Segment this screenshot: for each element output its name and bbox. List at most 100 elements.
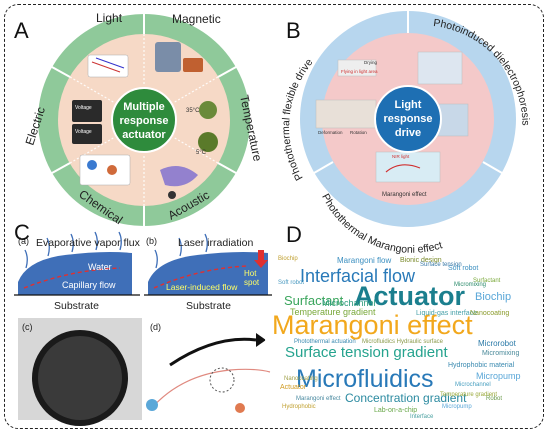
- c-a-water: Water: [88, 262, 112, 272]
- water-droplet-b: [148, 252, 268, 295]
- panel-a-wheel: Voltage Voltage 35°C 5°C Multiple respon…: [23, 11, 265, 227]
- temp-label-cold: 5°C: [196, 150, 207, 156]
- light-ray: [95, 57, 125, 69]
- light-thumbnail: [87, 54, 129, 78]
- c-c-tag: (c): [22, 322, 33, 332]
- temperature-thumbnail-hot: [199, 101, 217, 119]
- panel-b-center-line2: response: [384, 113, 433, 125]
- laser-flow-curve: [153, 265, 249, 289]
- segment-magnetic-label: Magnetic: [172, 12, 221, 26]
- voltage-label-2: Voltage: [75, 129, 92, 135]
- panel-a-center-line2: response: [120, 115, 169, 127]
- word-surface-tension: Surface tension: [420, 262, 462, 268]
- rotation-label: Rotation: [350, 130, 367, 135]
- word-hydrophobic: Hydrophobic: [282, 404, 316, 410]
- word-cloud-bg: [265, 259, 525, 415]
- magnetic-thumbnail: [155, 42, 181, 72]
- word-photothermal-actuation: Photothermal actuation: [294, 339, 356, 345]
- vapor-flux-arrows-b: [154, 233, 208, 269]
- panel-b-letter: B: [286, 18, 301, 43]
- c-b-tag: (b): [146, 236, 157, 246]
- chemical-drop: [107, 165, 117, 175]
- panel-a-center: [111, 87, 177, 153]
- filament: [149, 368, 271, 411]
- word-microchannel: Microchannel: [322, 298, 376, 308]
- speaker-icon: [168, 191, 176, 199]
- vortex-circle: [209, 367, 235, 393]
- c-b-flow: Laser-induced flow: [166, 282, 238, 292]
- word-micromixing-2: Micromixing: [454, 282, 487, 288]
- panel-a-dividers: [51, 14, 237, 226]
- word-robot: Robot: [486, 396, 503, 402]
- figure-frame: [4, 4, 544, 429]
- laser-arrow-icon: [254, 250, 268, 268]
- nir-arrow: [385, 164, 421, 173]
- acoustic-thumbnail: [160, 166, 198, 187]
- word-concentration-gradient: Concentration gradient: [345, 391, 467, 405]
- deformation-thumbnail: [315, 99, 377, 129]
- word-marangoni-effect: Marangoni effect: [272, 310, 473, 340]
- temperature-thumbnail-cold: [198, 132, 218, 152]
- word-hydrophobic-material: Hydrophobic material: [448, 362, 515, 369]
- panel-b-dividers: [313, 11, 503, 174]
- flying-thumbnail: [337, 59, 377, 77]
- word-biochip-2: Biochip: [278, 256, 298, 262]
- capillary-flow-curve: [23, 267, 121, 289]
- temp-label-hot: 35°C: [186, 108, 200, 114]
- word-microrobot: Microrobot: [478, 339, 516, 348]
- word-liquid-gas-interface: Liquid-gas interface: [416, 310, 478, 317]
- word-actuator-2: Actuator: [280, 384, 307, 391]
- electric-thumbnail-2: [72, 124, 102, 144]
- curved-arrow-head: [256, 333, 266, 347]
- word-surfactant-2: Surfactant: [473, 278, 501, 284]
- word-marangoni-effect-2: Marangoni effect: [296, 396, 341, 402]
- panel-b-center: [374, 85, 442, 153]
- micrograph-inner: [38, 336, 122, 420]
- curved-arrow: [169, 337, 257, 367]
- chemical-drop: [87, 160, 97, 170]
- panel-d-letter: D: [286, 222, 302, 247]
- panel-a-center-line1: Multiple: [123, 101, 165, 113]
- particle: [146, 399, 158, 411]
- panel-b-center-line3: drive: [395, 127, 421, 139]
- nir-label: NIR light: [392, 154, 410, 159]
- drying-label: Drying: [364, 60, 378, 65]
- c-a-title: Evaporative vapor flux: [36, 237, 141, 249]
- chemical-thumbnail: [79, 154, 131, 186]
- word-interface: Interface: [410, 414, 434, 420]
- panel-a-center-line3: actuator: [122, 129, 166, 141]
- word-surfactant: Surfactant: [284, 293, 344, 308]
- electric-thumbnail: [72, 100, 102, 122]
- word-soft-robot: Soft robot: [448, 265, 479, 272]
- word-lab-on-a-chip: Lab-on-a-chip: [374, 407, 418, 414]
- panel-a-letter: A: [14, 18, 29, 43]
- word-temperature-gradient-2: Temperature gradient: [440, 392, 498, 398]
- c-b-hot: Hot: [244, 269, 257, 278]
- panel-a-inner-dividers: [69, 34, 219, 206]
- c-b-title: Laser irradiation: [178, 237, 253, 249]
- particle: [235, 403, 245, 413]
- word-bionic-design: Bionic design: [400, 257, 442, 264]
- word-micropump: Micropump: [476, 371, 521, 381]
- word-soft-robot-2: Soft robot: [278, 280, 305, 286]
- panel-c-d-bg: [146, 318, 274, 420]
- word-interfacial-flow: Interfacial flow: [300, 266, 416, 286]
- c-a-tag: (a): [18, 236, 29, 246]
- panel-b-center-line1: Light: [395, 99, 422, 111]
- word-actuator: Actuator: [354, 281, 466, 311]
- c-b-substrate: Substrate: [186, 300, 231, 312]
- voltage-label-1: Voltage: [75, 105, 92, 111]
- dielectrophoresis-thumbnail: [417, 51, 463, 85]
- word-temperature-gradient: Temperature gradient: [290, 307, 376, 317]
- magnetic-thumbnail-2: [183, 58, 203, 72]
- panel-c-letter: C: [14, 220, 30, 245]
- segment-light-label: Light: [96, 11, 123, 25]
- word-microfluidics: Microfluidics: [296, 365, 434, 393]
- marangoni-thumbnail: [375, 151, 441, 183]
- light-ray: [91, 61, 121, 73]
- word-micromixing: Micromixing: [482, 350, 520, 357]
- word-micropump-2: Micropump: [442, 404, 472, 410]
- c-a-flow: Capillary flow: [62, 280, 116, 290]
- c-b-spot: spot: [244, 278, 260, 287]
